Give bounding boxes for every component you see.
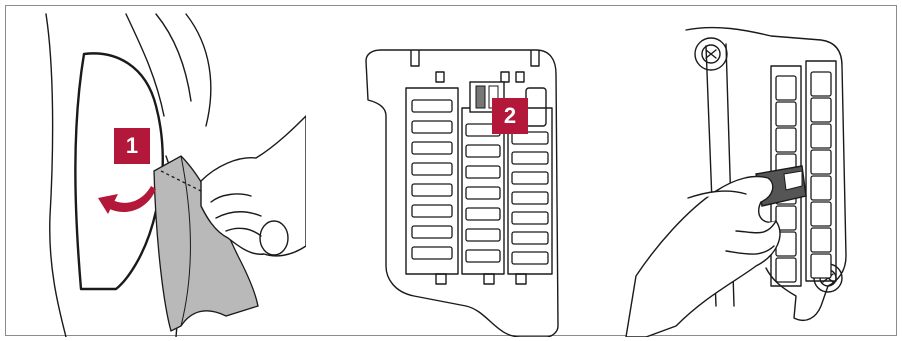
fuse-slot — [412, 205, 452, 217]
panel-open-cover: 1 — [6, 6, 306, 337]
fuse-box-illustration — [306, 6, 606, 337]
step-badge-2: 2 — [492, 98, 528, 134]
fuse-slot — [466, 208, 500, 220]
fuse-slot — [512, 172, 548, 184]
fuse-slot — [512, 212, 548, 224]
fuse-slot — [776, 258, 796, 282]
fuse-slot — [466, 229, 500, 241]
panel-fuse-puller — [606, 6, 898, 337]
fuse-slot — [776, 76, 796, 100]
fuse-slot — [412, 184, 452, 196]
screw-head-icon — [695, 38, 727, 70]
curved-arrow-icon — [98, 186, 156, 214]
fuse-slot — [466, 187, 500, 199]
instruction-illustration-frame: 1 — [5, 5, 897, 336]
fuse-slot — [811, 150, 831, 174]
fuse-slot — [512, 192, 548, 204]
fuse-slot — [811, 254, 831, 278]
fuse-slot — [512, 152, 548, 164]
panel-fuse-box: 2 — [306, 6, 606, 337]
fuse-slot — [811, 202, 831, 226]
hand-illustration-right — [626, 177, 780, 337]
fuse-slot — [466, 166, 500, 178]
fuse-slot — [512, 252, 548, 264]
fuse-slot — [412, 121, 452, 133]
fuse-slot — [466, 145, 500, 157]
fuse-puller-illustration — [606, 6, 898, 337]
fuse-slot — [412, 163, 452, 175]
fuse-slot — [811, 98, 831, 122]
fuse-slot — [811, 176, 831, 200]
fuse-slot — [412, 142, 452, 154]
fuse-slot — [412, 226, 452, 238]
fuse-slot — [776, 102, 796, 126]
step-badge-1: 1 — [114, 128, 150, 164]
fuse-slot — [412, 247, 452, 259]
fuse-slot — [412, 100, 452, 112]
fuse-slot — [811, 124, 831, 148]
fuse-slot — [466, 250, 500, 262]
fuse-slot — [811, 228, 831, 252]
fuse-slot — [512, 232, 548, 244]
fuse-slot — [776, 128, 796, 152]
fuse-slot — [811, 72, 831, 96]
open-cover-illustration — [6, 6, 306, 337]
